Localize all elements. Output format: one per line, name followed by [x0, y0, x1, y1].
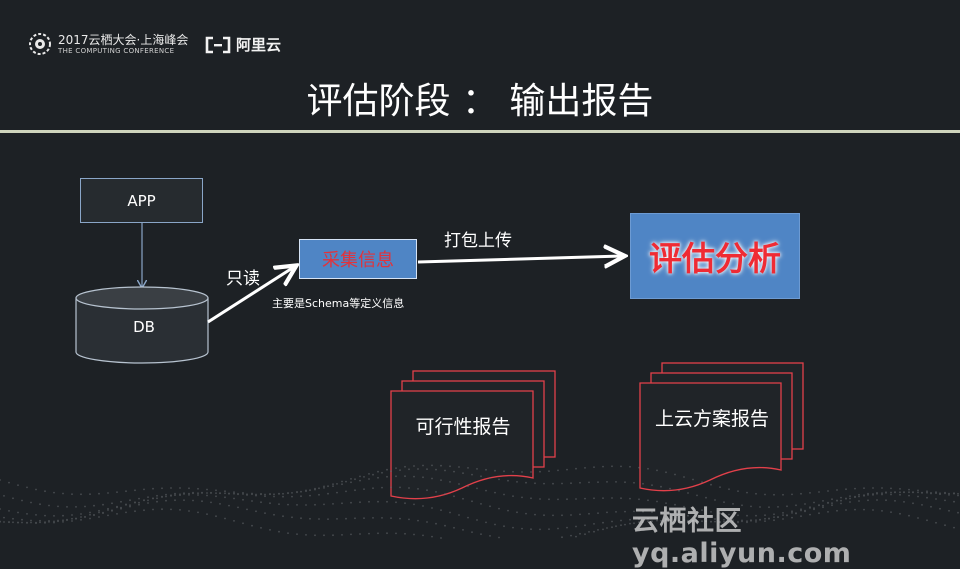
title-divider: [0, 130, 960, 133]
aliyun-logo-icon: [205, 36, 231, 53]
conference-title: 2017云栖大会·上海峰会: [58, 32, 189, 47]
evaluate-analysis-box: 评估分析: [630, 213, 800, 299]
app-box: APP: [80, 178, 203, 223]
slide-title: 评估阶段 ： 输出报告: [306, 81, 654, 122]
collect-info-box: 采集信息: [299, 239, 417, 279]
aliyun-brand: 阿里云: [204, 34, 281, 55]
diagram-canvas: [0, 223, 959, 539]
feasibility-report-doc: [390, 370, 556, 500]
db-label: DB: [133, 318, 155, 336]
db-cylinder: [75, 286, 209, 364]
dotted-wave-decoration: [0, 464, 959, 539]
conference-subtitle: THE COMPUTING CONFERENCE: [58, 46, 175, 55]
feasibility-report-label: 可行性报告: [415, 416, 511, 438]
conference-logo-icon: [29, 33, 51, 55]
readonly-arrow: [207, 267, 294, 324]
brand-name: 阿里云: [236, 36, 282, 54]
schema-note: 主要是Schema等定义信息: [272, 297, 405, 310]
upload-arrow: [417, 256, 622, 262]
cloud-plan-report-label: 上云方案报告: [654, 408, 769, 430]
conference-logo: 2017云栖大会·上海峰会 THE COMPUTING CONFERENCE: [28, 32, 188, 56]
cloud-plan-report-doc: [639, 362, 804, 492]
readonly-label: 只读: [226, 269, 260, 289]
package-upload-label: 打包上传: [444, 231, 512, 251]
watermark: 云栖社区 yq.aliyun.com: [632, 506, 852, 569]
